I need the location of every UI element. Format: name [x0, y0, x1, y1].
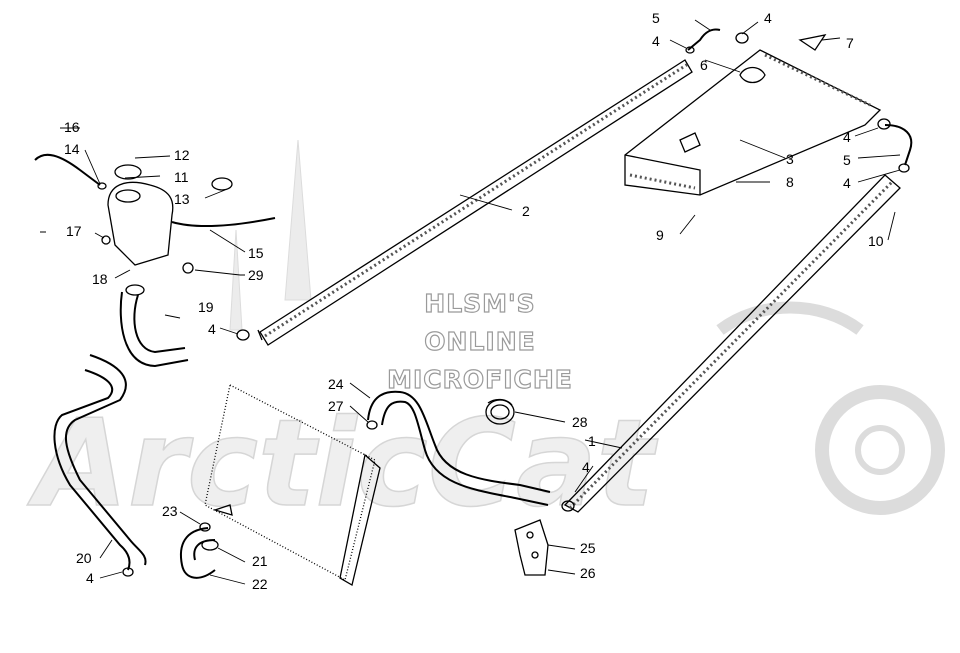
- watermark-wheel-icon: [815, 385, 945, 515]
- watermark-line-3: MICROFICHE: [387, 365, 573, 394]
- watermark-logo: ArcticCat: [26, 139, 945, 535]
- hose-20: [53, 354, 147, 577]
- callout-label[interactable]: 6: [700, 57, 708, 73]
- hose-21-22: [180, 504, 233, 579]
- callout-label[interactable]: 28: [572, 414, 588, 430]
- radiator-panel: [204, 384, 381, 587]
- callout-label[interactable]: 9: [656, 227, 664, 243]
- watermark-fender-icon: [716, 301, 864, 335]
- callout-label[interactable]: 17: [66, 223, 82, 239]
- tunnel-panel-3: [624, 49, 882, 196]
- coolant-bottle: [34, 153, 276, 296]
- callout-label[interactable]: 16: [64, 119, 80, 135]
- heat-exchanger-1: [561, 174, 901, 513]
- callout-label[interactable]: 11: [174, 169, 189, 185]
- watermark-hub-icon: [855, 425, 905, 475]
- callout-label[interactable]: 4: [843, 175, 851, 191]
- callout-label[interactable]: 4: [208, 321, 216, 337]
- hose-5-top: [685, 28, 827, 54]
- callout-label[interactable]: 4: [764, 10, 772, 26]
- watermark-logo-text: ArcticCat: [27, 395, 659, 534]
- callout-label[interactable]: 22: [252, 576, 268, 592]
- hose-24: [366, 390, 551, 506]
- callout-label[interactable]: 2: [522, 203, 530, 219]
- clamp-icon: [877, 118, 891, 130]
- callout-label[interactable]: 14: [64, 141, 80, 157]
- watermark-spire-icon: [284, 139, 312, 301]
- callout-label[interactable]: 19: [198, 299, 214, 315]
- callout-label[interactable]: 20: [76, 550, 92, 566]
- clamp-icon: [735, 32, 749, 44]
- callout-label[interactable]: 10: [868, 233, 884, 249]
- hose-19: [119, 291, 250, 368]
- callout-label[interactable]: 21: [252, 553, 268, 569]
- callout-label[interactable]: 4: [582, 459, 590, 475]
- callout-label[interactable]: 5: [843, 152, 851, 168]
- watermark-spire-icon: [229, 229, 243, 331]
- callout-label[interactable]: 27: [328, 398, 344, 414]
- callout-label[interactable]: 25: [580, 540, 596, 556]
- callout-label[interactable]: 4: [652, 33, 660, 49]
- callout-label[interactable]: 18: [92, 271, 108, 287]
- callout-label[interactable]: 4: [843, 129, 851, 145]
- callout-label[interactable]: 12: [174, 147, 190, 163]
- callout-label[interactable]: 4: [86, 570, 94, 586]
- screw-icon: [798, 34, 827, 51]
- watermark-line-1: HLSM'S: [424, 289, 535, 318]
- callout-label[interactable]: 5: [652, 10, 660, 26]
- clamp-icon: [211, 177, 233, 191]
- callout-label[interactable]: 26: [580, 565, 596, 581]
- callout-label[interactable]: 13: [174, 191, 190, 207]
- cap-icon: [114, 164, 142, 180]
- callout-label[interactable]: 1: [588, 433, 596, 449]
- leader-lines: [60, 19, 901, 585]
- hose-5-right: [877, 118, 913, 173]
- callout-label[interactable]: 15: [248, 245, 264, 261]
- rivet-icon: [101, 235, 111, 245]
- callout-labels: 1 2 3 4 4 4 4 4 4 4 5 5 6 7 8 9 10 11 12…: [64, 10, 884, 592]
- callout-label[interactable]: 8: [786, 174, 794, 190]
- callout-label[interactable]: 7: [846, 35, 854, 51]
- clamp-28: [485, 398, 515, 425]
- callout-label[interactable]: 23: [162, 503, 178, 519]
- bracket-25: [514, 519, 549, 576]
- watermark-line-2: ONLINE: [424, 327, 535, 356]
- callout-label[interactable]: 29: [248, 267, 264, 283]
- watermark-text: HLSM'S ONLINE MICROFICHE: [387, 288, 573, 394]
- callout-dashes: [40, 231, 245, 276]
- callout-label[interactable]: 3: [786, 151, 794, 167]
- callout-label[interactable]: 24: [328, 376, 344, 392]
